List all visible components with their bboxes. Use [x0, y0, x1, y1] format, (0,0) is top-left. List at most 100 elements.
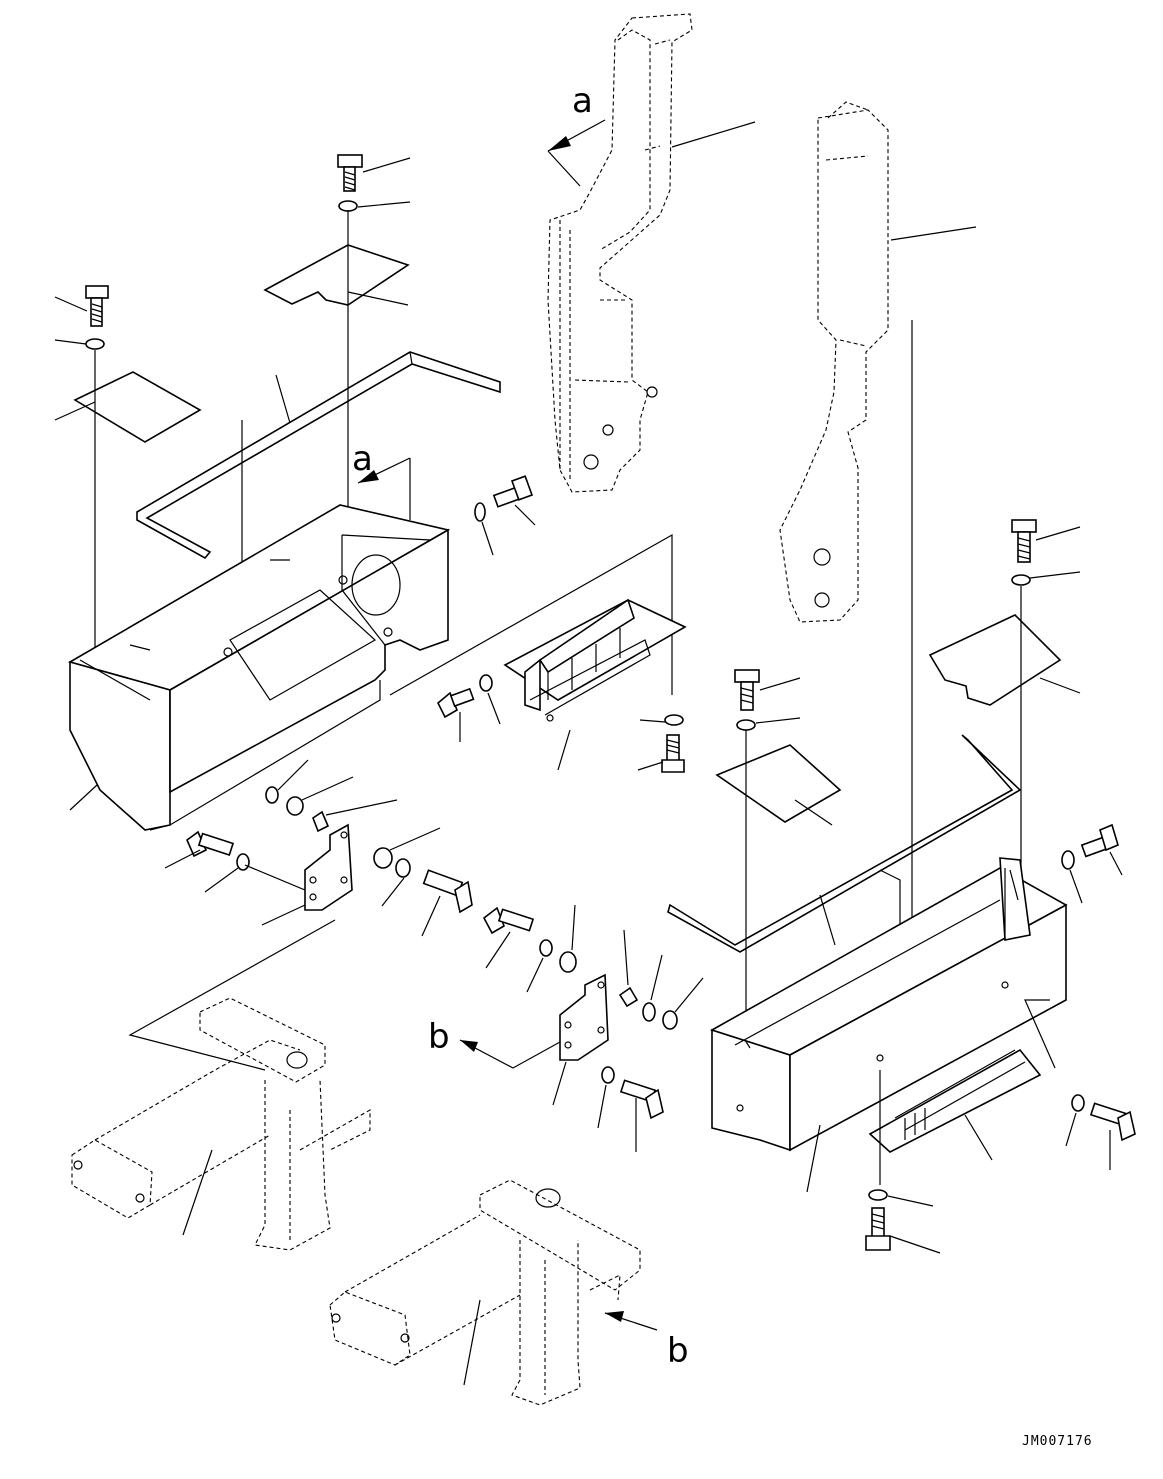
- frame-mount-center: [329, 1179, 641, 1406]
- leader-line: [794, 799, 833, 826]
- leader-line: [889, 1235, 941, 1254]
- bolt-icon: [1099, 823, 1119, 852]
- assembly-line: [244, 864, 306, 891]
- leader-line: [639, 719, 666, 723]
- leader-line: [277, 759, 309, 791]
- bolt-icon: [1117, 1110, 1136, 1142]
- washer-icon: [286, 796, 304, 816]
- leader-line: [1109, 851, 1123, 876]
- assembly-line: [128, 919, 336, 1071]
- mount-bracket-left: [304, 823, 353, 911]
- bolt-icon: [1011, 519, 1037, 533]
- bolt-icon: [865, 1235, 891, 1251]
- washer-icon: [1011, 574, 1031, 586]
- cover-plate-left: [73, 371, 202, 443]
- leader-line: [819, 894, 836, 946]
- bolt-right-top: [1011, 519, 1037, 563]
- leader-line: [637, 761, 664, 771]
- leader-line: [301, 776, 354, 801]
- leader-line: [623, 929, 629, 986]
- leader-line: [261, 904, 306, 926]
- bolt-under-grille: [865, 1207, 891, 1251]
- leader-line: [806, 1124, 821, 1193]
- cover-plate-right: [928, 614, 1062, 706]
- frame-mount-left: [71, 997, 371, 1251]
- bolt-icon: [186, 830, 208, 858]
- leader-line: [571, 904, 576, 951]
- arrow-icon: [548, 136, 571, 151]
- leader-line: [485, 931, 511, 969]
- bolt-right-box-side: [1080, 823, 1119, 858]
- bolt-icon: [454, 880, 473, 914]
- leader-line: [674, 977, 704, 1013]
- bolt-icon: [337, 154, 363, 168]
- leader-line: [362, 157, 411, 173]
- leader-line: [347, 291, 409, 306]
- assembly-line: [1024, 999, 1056, 1069]
- washer-icon: [474, 502, 486, 522]
- washer-icon: [868, 1189, 888, 1201]
- leader-line: [1069, 869, 1083, 904]
- spacer-icon: [312, 810, 330, 833]
- leader-line: [650, 954, 663, 1001]
- leader-line: [755, 717, 801, 724]
- drawing-code: JM007176: [1022, 1434, 1093, 1449]
- washer-icon: [559, 951, 577, 973]
- leader-line: [1039, 677, 1081, 694]
- leader-line: [964, 1114, 993, 1161]
- bolt-grille-right: [661, 734, 685, 773]
- arrow-icon: [358, 470, 379, 483]
- callout-b-lower: b: [604, 1311, 689, 1371]
- washer-icon: [539, 939, 553, 957]
- leader-line: [275, 374, 291, 424]
- bolt-icon: [482, 906, 505, 935]
- bolt-icon: [734, 669, 760, 683]
- bolt-icon: [85, 285, 109, 299]
- bolt-center-long: [422, 869, 473, 914]
- bolt-right-lower: [1089, 1102, 1136, 1142]
- washer-icon: [395, 858, 411, 878]
- bolt-grille-left: [437, 687, 475, 719]
- leader-line: [182, 1149, 213, 1236]
- leader-line: [514, 504, 536, 526]
- right-vertical-bracket: [779, 101, 889, 623]
- washer-icon: [642, 1002, 656, 1022]
- arrow-icon: [460, 1040, 478, 1052]
- bolt-left-plate: [85, 285, 109, 327]
- leader-line: [1029, 571, 1081, 579]
- callout-label-b-left: b: [428, 1017, 450, 1057]
- bolt-box-side: [492, 475, 534, 508]
- mount-bracket-right: [559, 973, 609, 1061]
- leader-line: [759, 677, 801, 691]
- callout-label-b-lower: b: [667, 1331, 689, 1371]
- leader-line: [164, 849, 201, 869]
- leader-line: [552, 1061, 567, 1106]
- callout-a-upper: a: [547, 81, 606, 187]
- cover-plate-right-small: [715, 744, 842, 823]
- bolt-lower-center: [619, 1079, 664, 1120]
- leader-line: [481, 521, 494, 556]
- washer-icon: [601, 1066, 615, 1084]
- callout-label-a-upper: a: [572, 81, 593, 121]
- grille-underside: [868, 1048, 1042, 1153]
- leader-line: [487, 692, 501, 725]
- washer-icon: [236, 853, 250, 871]
- leader-line: [54, 339, 87, 345]
- leader-line: [1035, 526, 1081, 541]
- washer-icon: [479, 674, 493, 692]
- washer-icon: [736, 719, 756, 731]
- grille-vent: [503, 598, 687, 722]
- leader-line: [69, 784, 98, 811]
- assembly-line: [389, 533, 673, 696]
- seal-strip-right: [667, 734, 1022, 953]
- bolt-right-mid: [734, 669, 760, 711]
- leader-line: [421, 895, 441, 937]
- washer-icon: [664, 714, 684, 726]
- washer-icon: [85, 338, 105, 350]
- washer-icon: [338, 200, 358, 212]
- right-box-housing: [710, 857, 1068, 1152]
- leader-line: [389, 827, 441, 851]
- assembly-line: [911, 320, 975, 951]
- washer-icon: [1061, 850, 1075, 870]
